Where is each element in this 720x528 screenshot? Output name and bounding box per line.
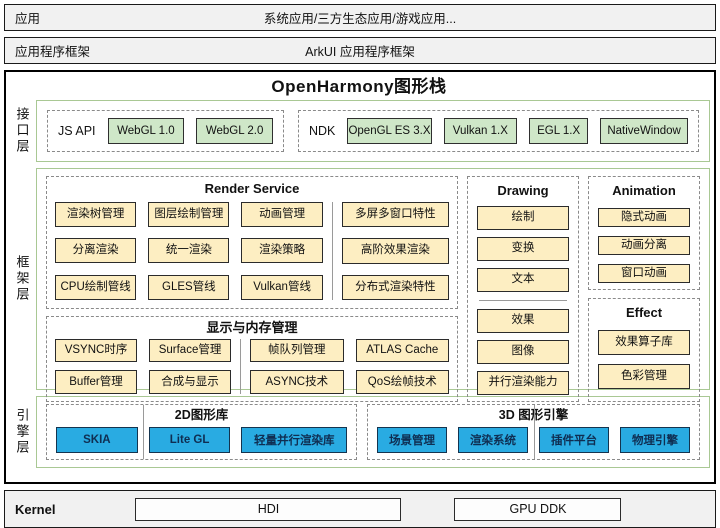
buffer-mgmt-box: Buffer管理	[55, 370, 138, 394]
physics-engine-box: 物理引擎	[620, 427, 690, 453]
stack-title: OpenHarmony图形栈	[271, 77, 447, 96]
effect-item-box: 效果	[477, 308, 569, 333]
vulkan-box: Vulkan 1.X	[443, 118, 518, 144]
graphics-stack-box: OpenHarmony图形栈 接口层 JS API WebGL 1.0 WebG…	[4, 70, 716, 484]
framework-right-column: Animation 隐式动画 动画分离 窗口动画 Effect 效果算子库 色彩…	[588, 176, 700, 402]
interface-layer-row: 接口层 JS API WebGL 1.0 WebGL 2.0 NDK OpenG…	[8, 100, 710, 162]
app-layer-label: 应用	[15, 12, 41, 26]
render-service-group: Render Service 渲染树管理 图层绘制管理 动画管理 分离渲染 统一…	[46, 176, 458, 309]
engine-layer-label: 引擎层	[14, 408, 30, 456]
async-tech-box: ASYNC技术	[250, 370, 344, 394]
app-layer-value: 系统应用/三方生态应用/游戏应用...	[263, 12, 457, 26]
app-framework-value: ArkUI 应用程序框架	[305, 45, 415, 59]
framework-layer-row: 框架层 Render Service 渲染树管理 图层绘制管理 动画管理 分离渲…	[8, 168, 710, 402]
display-memory-right-grid: 帧队列管理 ATLAS Cache ASYNC技术 QoS绘帧技术	[250, 338, 449, 394]
animation-group: Animation 隐式动画 动画分离 窗口动画	[588, 176, 700, 290]
compose-display-box: 合成与显示	[149, 370, 232, 394]
draw-box: 绘制	[477, 205, 569, 230]
animation-separate-box: 动画分离	[598, 235, 690, 255]
effect-operator-lib-box: 效果算子库	[598, 329, 690, 355]
display-memory-left-grid: VSYNC时序 Surface管理 Buffer管理 合成与显示	[55, 338, 232, 394]
framework-layer-box: Render Service 渲染树管理 图层绘制管理 动画管理 分离渲染 统一…	[36, 168, 710, 402]
lib-2d-divider	[142, 405, 144, 459]
engine-3d-group: 3D 图形引擎 场景管理 渲染系统 插件平台 物理引擎	[367, 404, 700, 460]
distributed-render-box: 分布式渲染特性	[341, 274, 449, 300]
engine-3d-divider	[533, 405, 535, 459]
gpu-ddk-box: GPU DDK	[454, 497, 622, 521]
engine-layer-row: 引擎层 2D图形库 SKIA Lite GL 轻量并行渲染库 3D 图形引擎 场…	[8, 396, 710, 468]
drawing-group: Drawing 绘制 变换 文本 效果 图像 并行渲染能力	[467, 176, 579, 402]
animation-title: Animation	[612, 183, 676, 198]
egl-box: EGL 1.X	[529, 118, 589, 144]
color-mgmt-box: 色彩管理	[598, 363, 690, 389]
layer-draw-mgmt-box: 图层绘制管理	[148, 201, 230, 227]
gles-pipeline-box: GLES管线	[148, 274, 230, 300]
parallel-render-box: 并行渲染能力	[477, 370, 569, 395]
render-tree-mgmt-box: 渲染树管理	[55, 201, 137, 227]
js-api-label: JS API	[58, 124, 96, 138]
atlas-cache-box: ATLAS Cache	[355, 338, 449, 363]
lib-2d-items: SKIA Lite GL 轻量并行渲染库	[56, 427, 348, 453]
interface-layer-label: 接口层	[14, 107, 30, 155]
render-service-title: Render Service	[204, 181, 300, 196]
app-framework-bar: 应用程序框架 ArkUI 应用程序框架	[4, 37, 716, 64]
light-parallel-render-lib-box: 轻量并行渲染库	[241, 427, 348, 453]
unified-render-box: 统一渲染	[148, 238, 230, 264]
multiscreen-window-box: 多屏多窗口特性	[341, 201, 449, 228]
window-animation-box: 窗口动画	[598, 263, 690, 284]
kernel-bar: Kernel HDI GPU DDK	[4, 490, 716, 528]
hdi-box: HDI	[135, 497, 402, 521]
litegl-box: Lite GL	[148, 427, 231, 453]
js-api-group: JS API WebGL 1.0 WebGL 2.0	[47, 110, 284, 152]
app-layer-bar: 应用 系统应用/三方生态应用/游戏应用...	[4, 4, 716, 31]
drawing-divider	[479, 299, 567, 301]
transform-box: 变换	[477, 236, 569, 261]
render-service-divider	[331, 201, 333, 300]
ndk-group: NDK OpenGL ES 3.X Vulkan 1.X EGL 1.X Nat…	[298, 110, 699, 152]
kernel-label: Kernel	[15, 501, 56, 517]
framework-left-column: Render Service 渲染树管理 图层绘制管理 动画管理 分离渲染 统一…	[46, 176, 458, 402]
skia-box: SKIA	[56, 427, 138, 453]
app-framework-label: 应用程序框架	[15, 45, 91, 59]
cpu-pipeline-box: CPU绘制管线	[55, 274, 137, 300]
lib-2d-title: 2D图形库	[174, 408, 229, 422]
webgl2-box: WebGL 2.0	[196, 118, 273, 144]
framework-layer-label: 框架层	[14, 255, 30, 303]
effect-group: Effect 效果算子库 色彩管理	[588, 298, 700, 402]
interface-layer-box: JS API WebGL 1.0 WebGL 2.0 NDK OpenGL ES…	[36, 100, 710, 162]
render-system-box: 渲染系统	[458, 427, 529, 453]
nativewindow-box: NativeWindow	[600, 118, 688, 144]
render-strategy-box: 渲染策略	[241, 238, 323, 264]
separate-render-box: 分离渲染	[55, 238, 137, 264]
opengles-box: OpenGL ES 3.X	[347, 118, 432, 144]
render-service-features: 多屏多窗口特性 高阶效果渲染 分布式渲染特性	[341, 201, 449, 300]
qos-frame-box: QoS绘帧技术	[355, 370, 449, 394]
effect-title: Effect	[625, 305, 663, 320]
image-box: 图像	[477, 339, 569, 364]
text-box: 文本	[477, 267, 569, 292]
implicit-animation-box: 隐式动画	[598, 207, 690, 227]
vulkan-pipeline-box: Vulkan管线	[241, 274, 323, 300]
scene-mgmt-box: 场景管理	[377, 427, 448, 453]
vsync-box: VSYNC时序	[55, 338, 138, 363]
display-memory-group: 显示与内存管理 VSYNC时序 Surface管理 Buffer管理 合成与显示…	[46, 316, 458, 402]
engine-layer-box: 2D图形库 SKIA Lite GL 轻量并行渲染库 3D 图形引擎 场景管理 …	[36, 396, 710, 468]
engine-3d-items: 场景管理 渲染系统 插件平台 物理引擎	[377, 427, 690, 453]
display-memory-divider	[240, 338, 242, 394]
drawing-title: Drawing	[497, 183, 549, 198]
render-service-body: 渲染树管理 图层绘制管理 动画管理 分离渲染 统一渲染 渲染策略 CPU绘制管线…	[55, 201, 449, 300]
surface-mgmt-box: Surface管理	[149, 338, 232, 363]
plugin-platform-box: 插件平台	[539, 427, 609, 453]
ndk-label: NDK	[309, 124, 336, 138]
display-memory-title: 显示与内存管理	[206, 320, 298, 335]
webgl1-box: WebGL 1.0	[107, 118, 185, 144]
frame-queue-box: 帧队列管理	[250, 338, 344, 363]
animation-mgmt-box: 动画管理	[241, 201, 323, 227]
render-service-grid: 渲染树管理 图层绘制管理 动画管理 分离渲染 统一渲染 渲染策略 CPU绘制管线…	[55, 201, 323, 300]
advanced-effect-render-box: 高阶效果渲染	[341, 238, 449, 264]
lib-2d-group: 2D图形库 SKIA Lite GL 轻量并行渲染库	[46, 404, 358, 460]
display-memory-body: VSYNC时序 Surface管理 Buffer管理 合成与显示 帧队列管理 A…	[55, 338, 449, 394]
